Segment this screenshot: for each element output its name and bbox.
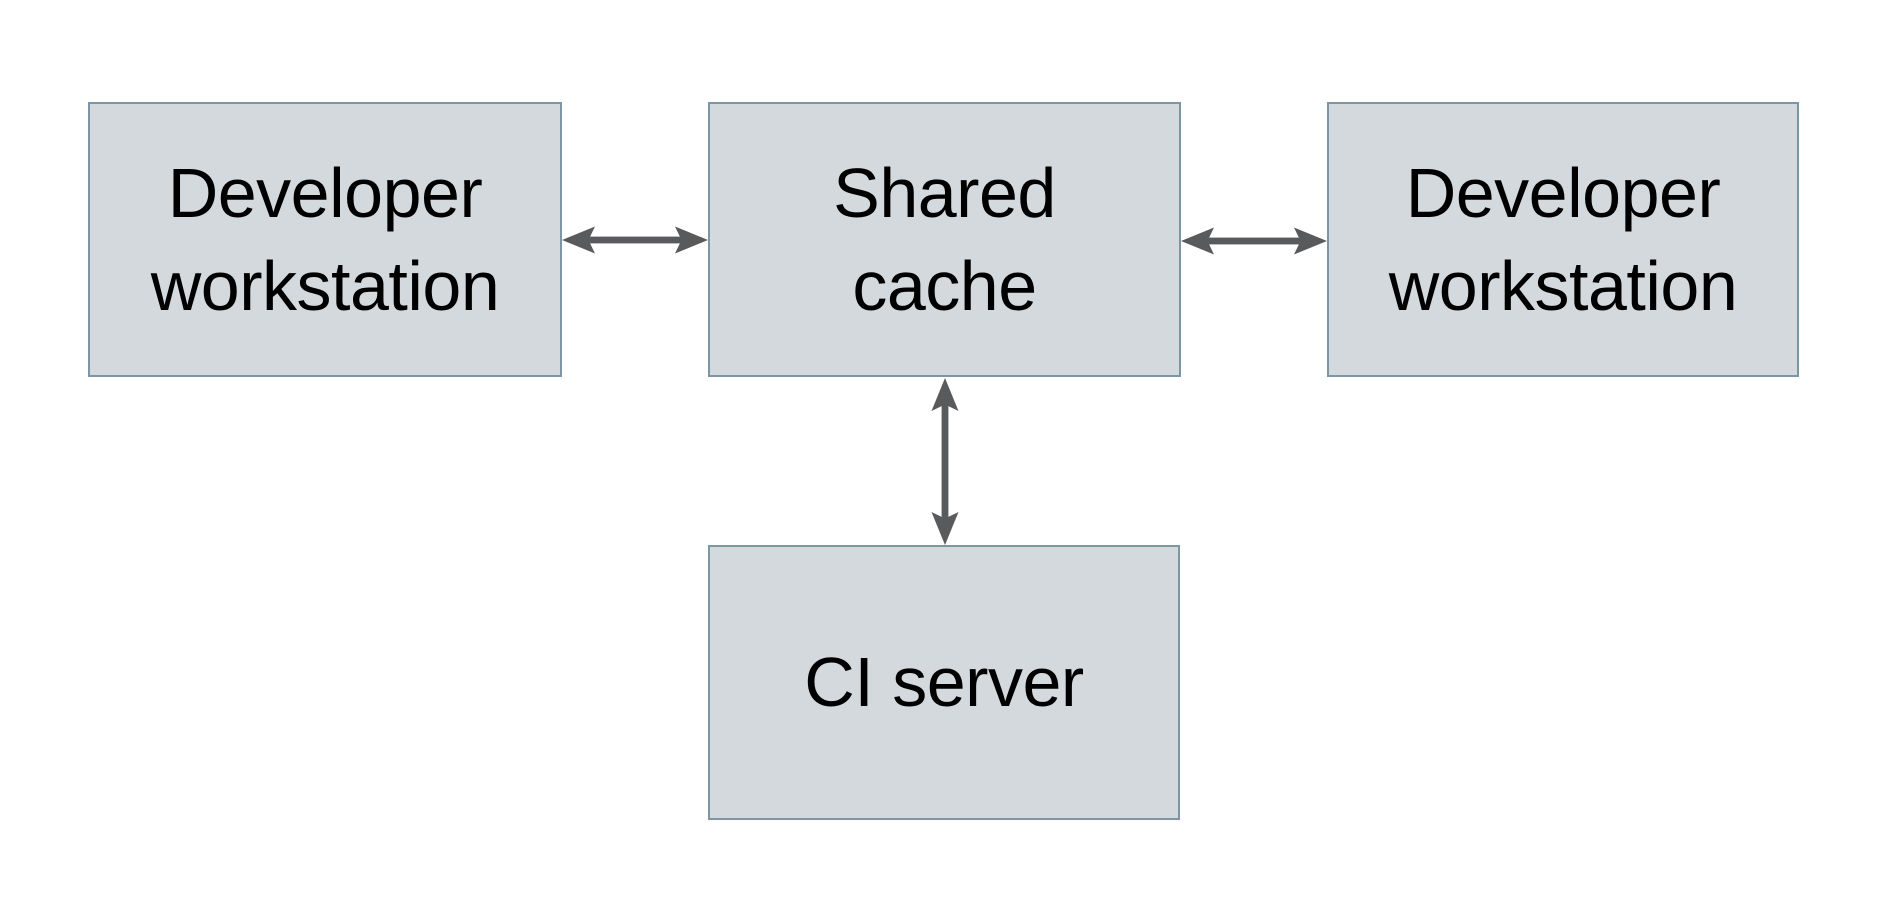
node-ci-server: CI server xyxy=(708,545,1180,820)
node-label: Developer workstation xyxy=(150,154,500,325)
node-developer-workstation-left: Developer workstation xyxy=(88,102,562,377)
bidirectional-arrow-cache-right-icon xyxy=(1181,213,1327,269)
node-label: Developer workstation xyxy=(1388,154,1738,325)
node-label: Shared cache xyxy=(833,154,1056,325)
bidirectional-arrow-cache-ci-icon xyxy=(917,378,973,545)
node-shared-cache: Shared cache xyxy=(708,102,1181,377)
node-developer-workstation-right: Developer workstation xyxy=(1327,102,1799,377)
node-label: CI server xyxy=(804,643,1084,722)
bidirectional-arrow-left-cache-icon xyxy=(562,212,708,268)
